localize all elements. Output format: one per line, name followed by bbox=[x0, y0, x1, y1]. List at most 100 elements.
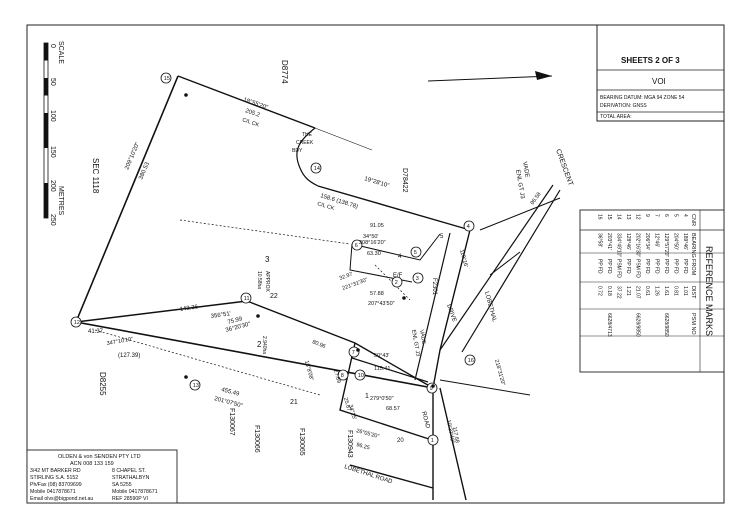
dimension: 209°10'20" bbox=[124, 142, 141, 171]
parcel-label: F130067 bbox=[228, 408, 235, 436]
road-label: ROAD bbox=[420, 411, 430, 430]
ref-cell: 0.81 bbox=[673, 286, 679, 296]
dimension: 50°43' bbox=[374, 353, 390, 359]
ref-cell: 5 bbox=[673, 214, 679, 217]
creek-line bbox=[296, 127, 319, 187]
lower-road-east bbox=[439, 379, 531, 396]
survey-mark-dot bbox=[256, 314, 260, 318]
ref-cell: PP FD bbox=[606, 259, 612, 274]
ref-cell: 16 bbox=[597, 214, 603, 220]
dimension: 27.89 bbox=[332, 369, 341, 384]
lot-area: 2.940ha bbox=[261, 336, 267, 354]
lot-number: 2 bbox=[257, 340, 262, 349]
ref-cell: 0.72 bbox=[597, 286, 603, 296]
corner-number: 8 bbox=[341, 373, 344, 379]
road-label: ENL GT J3 bbox=[514, 169, 525, 200]
ref-cell: 36°58' bbox=[597, 233, 603, 247]
phone-fax: Ph/Fax (08) 83709699 bbox=[30, 482, 82, 488]
dimension: 347°10'10" bbox=[106, 336, 133, 347]
ref-cell: 1.61 bbox=[663, 286, 669, 296]
ref-cell: 13 bbox=[625, 214, 631, 220]
ref-cell: 6628/9850 bbox=[635, 313, 641, 337]
north-arrow bbox=[427, 71, 553, 82]
dimension: 115.41 bbox=[374, 366, 390, 372]
address-line-1-right: 8 CHAPEL ST. bbox=[112, 468, 146, 474]
survey-mark-dot bbox=[402, 296, 406, 300]
road-label: VADE bbox=[418, 329, 426, 345]
road-upper-b bbox=[461, 189, 561, 353]
ref-cell: PP FD bbox=[663, 259, 669, 274]
reference-number: REF 28590P VI bbox=[112, 496, 148, 502]
lot-number: 20 bbox=[397, 438, 404, 444]
dimension: 57.88 bbox=[370, 291, 384, 297]
ref-cell: 189°46' bbox=[682, 233, 688, 250]
corner-circle bbox=[189, 379, 201, 391]
ref-cell: 202°16'30" bbox=[635, 233, 641, 257]
road-upper-a bbox=[439, 184, 554, 351]
corner-number: 14 bbox=[314, 166, 320, 172]
dimension: (127.39) bbox=[118, 353, 140, 359]
ref-cell: 1.26 bbox=[654, 286, 660, 296]
ref-col-cnr: CNR bbox=[690, 214, 696, 226]
company-block: OLDEN & von SENDEN PTY LTD ACN 008 133 1… bbox=[26, 449, 178, 504]
dashed-line-2 bbox=[179, 219, 351, 245]
inner-lot-lines bbox=[351, 233, 441, 261]
lot-number: 22 bbox=[270, 293, 278, 300]
ref-cell: 7 bbox=[654, 214, 660, 217]
ref-cell: PP FD bbox=[625, 259, 631, 274]
lot-number: 3 bbox=[265, 255, 270, 264]
address-line-1-left: 3/42 MT BARKER RD bbox=[30, 468, 81, 474]
dimension: 34°50' bbox=[363, 234, 379, 240]
corner-number: 12 bbox=[74, 320, 80, 326]
ref-cell: PP FD bbox=[673, 259, 679, 274]
email: Email olvs@bigpond.net.au bbox=[30, 496, 93, 502]
corner-number: 6 bbox=[355, 243, 358, 249]
ref-cell: 12°46' bbox=[654, 233, 660, 247]
corner-circle bbox=[412, 272, 424, 284]
survey-mark-dot bbox=[184, 93, 188, 97]
ref-cell: 15 bbox=[606, 214, 612, 220]
lot-number: 1 bbox=[365, 393, 369, 400]
total-area: TOTAL AREA: bbox=[600, 114, 632, 120]
dimension: 117.68 bbox=[451, 426, 460, 443]
dimension: 380.53 bbox=[138, 161, 151, 181]
ref-cell: 203°41' bbox=[606, 233, 612, 250]
parcel-label: D78422 bbox=[401, 168, 408, 193]
corner-number: 11 bbox=[244, 296, 250, 302]
ref-cell: PP FD bbox=[644, 259, 650, 274]
lot1-west-line bbox=[339, 342, 433, 441]
corner-circle bbox=[70, 316, 82, 328]
volume-label: VOI bbox=[652, 77, 666, 86]
lot-number: 5 bbox=[440, 234, 444, 240]
road-label: DRIVE bbox=[445, 304, 457, 323]
scale-tick-250: 250 bbox=[49, 214, 56, 226]
scale-label: SCALE bbox=[57, 41, 64, 64]
dimension: 205.2 bbox=[244, 108, 261, 119]
corner-number: 2 bbox=[395, 280, 398, 286]
ref-cell: 37.22 bbox=[616, 286, 622, 299]
parcel-label: F130943 bbox=[346, 430, 353, 458]
road-label: VADE bbox=[521, 161, 530, 178]
dimension: 32.97 bbox=[339, 272, 354, 282]
dimension: 91.05 bbox=[370, 223, 384, 229]
corner-number: 5 bbox=[414, 250, 417, 256]
road-label: LOBETHAL bbox=[483, 291, 497, 323]
ref-cell: 204°50' bbox=[673, 233, 679, 250]
scale-tick-50: 50 bbox=[49, 78, 56, 86]
lobethal-road-line bbox=[349, 464, 434, 489]
ref-cell: PSM FD bbox=[616, 259, 622, 278]
dimension: 63.30 bbox=[367, 251, 381, 257]
ref-cell: 128°46' bbox=[625, 233, 631, 250]
corner-number: 13 bbox=[193, 383, 199, 389]
road-east-a bbox=[479, 197, 561, 231]
dimension: 41.37 bbox=[88, 329, 104, 335]
corner-number: 16 bbox=[468, 358, 474, 364]
bearing-datum: BEARING DATUM: MGA 94 ZONE 54 bbox=[600, 95, 685, 101]
ref-cell: 6 bbox=[663, 214, 669, 217]
dimension: 26°05'20" bbox=[355, 428, 379, 440]
ref-col-from: FROM bbox=[690, 259, 696, 276]
dimension: 10°37'40" bbox=[445, 419, 455, 443]
